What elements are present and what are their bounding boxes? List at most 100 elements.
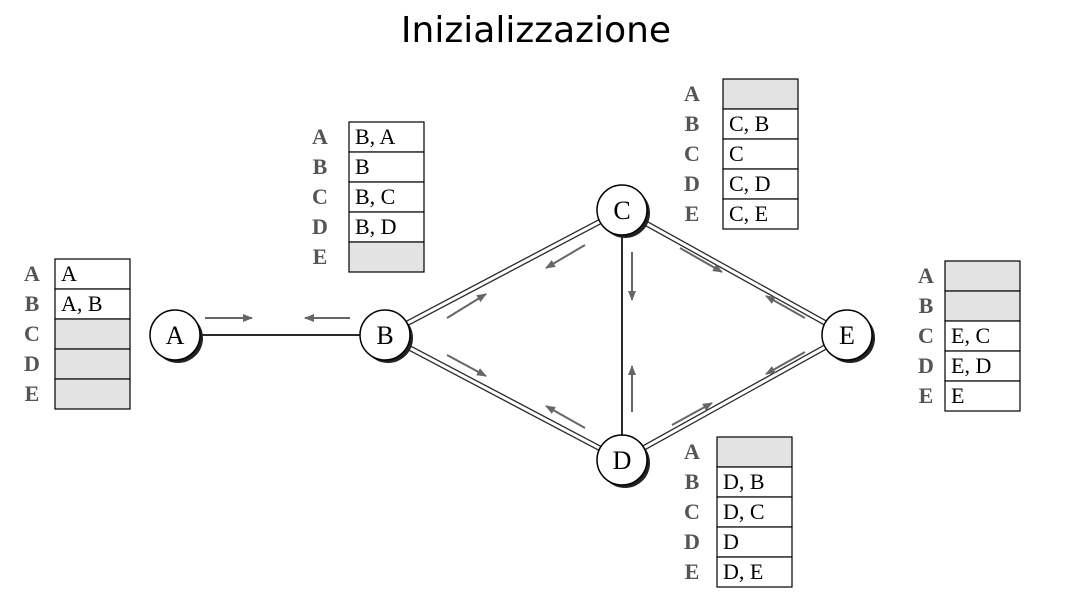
table-cell xyxy=(348,241,425,273)
table-cell xyxy=(716,556,793,588)
link-D-E xyxy=(620,332,847,459)
table-cell xyxy=(722,78,799,110)
node-label: B xyxy=(376,321,393,350)
row-dest-label: E xyxy=(313,244,328,269)
row-dest-label: B xyxy=(919,293,934,318)
link-D-E xyxy=(622,336,849,463)
row-dest-label: A xyxy=(24,261,40,286)
link-B-D xyxy=(385,332,624,459)
node-circle xyxy=(596,434,648,486)
row-dest-label: D xyxy=(684,529,700,554)
table-cell xyxy=(716,436,793,468)
link-B-C xyxy=(385,211,624,338)
node-b: B xyxy=(359,309,413,363)
table-cell-value: B xyxy=(355,154,370,179)
table-cell xyxy=(348,211,425,243)
table-cell xyxy=(722,198,799,230)
table-cell-value: E, D xyxy=(951,353,991,378)
node-circle xyxy=(596,184,648,236)
table-cell xyxy=(944,320,1021,352)
row-dest-label: C xyxy=(684,499,700,524)
row-dest-label: E xyxy=(919,383,934,408)
row-dest-label: B xyxy=(25,291,40,316)
link-B-C xyxy=(383,207,622,334)
direction-arrow-icon xyxy=(446,354,487,377)
table-cell-value: C, E xyxy=(729,201,768,226)
table-cell xyxy=(54,288,131,320)
direction-arrow-icon xyxy=(765,295,806,319)
row-dest-label: C xyxy=(24,321,40,346)
row-dest-label: A xyxy=(684,81,700,106)
node-label: C xyxy=(613,196,630,225)
row-dest-label: D xyxy=(24,351,40,376)
table-cell-value: C, D xyxy=(729,171,771,196)
table-cell xyxy=(944,290,1021,322)
direction-arrow-icon xyxy=(446,293,487,319)
row-dest-label: A xyxy=(918,263,934,288)
table-cell xyxy=(54,378,131,410)
table-cell-value: D, C xyxy=(723,499,765,524)
table-cell xyxy=(54,318,131,350)
table-cell-value: D xyxy=(723,529,739,554)
node-label: A xyxy=(166,321,185,350)
node-label: D xyxy=(613,446,632,475)
node-label: E xyxy=(839,321,855,350)
row-dest-label: A xyxy=(312,124,328,149)
row-dest-label: B xyxy=(685,111,700,136)
row-dest-label: E xyxy=(25,381,40,406)
table-cell-value: C xyxy=(729,141,744,166)
row-dest-label: E xyxy=(685,559,700,584)
node-a: A xyxy=(149,309,203,363)
row-dest-label: D xyxy=(312,214,328,239)
table-cell xyxy=(944,380,1021,412)
row-dest-label: B xyxy=(313,154,328,179)
table-cell-value: C, B xyxy=(729,111,769,136)
row-dest-label: D xyxy=(918,353,934,378)
node-circle xyxy=(149,309,201,361)
node-circle xyxy=(359,309,411,361)
table-cell-value: B, D xyxy=(355,214,397,239)
row-dest-label: D xyxy=(684,171,700,196)
link-B-D xyxy=(383,336,622,463)
diagram-title: Inizializzazione xyxy=(400,10,672,51)
links-layer xyxy=(175,207,849,463)
node-c: C xyxy=(596,184,650,238)
table-cell-value: D, B xyxy=(723,469,765,494)
table-cell-value: E, C xyxy=(951,323,990,348)
table-cell-value: A xyxy=(61,261,77,286)
link-C-E xyxy=(622,207,849,334)
table-cell-value: E xyxy=(951,383,964,408)
table-cell-value: B, A xyxy=(355,124,395,149)
direction-arrow-icon xyxy=(671,402,713,426)
row-dest-label: A xyxy=(684,439,700,464)
table-cell-value: D, E xyxy=(723,559,763,584)
direction-arrow-icon xyxy=(545,244,586,269)
table-cell xyxy=(944,260,1021,292)
node-e: E xyxy=(821,309,875,363)
table-cell xyxy=(716,496,793,528)
row-dest-label: C xyxy=(312,184,328,209)
arrows-layer xyxy=(205,244,806,429)
table-cell xyxy=(944,350,1021,382)
table-cell xyxy=(722,138,799,170)
table-cell xyxy=(348,121,425,153)
row-dest-label: C xyxy=(684,141,700,166)
table-cell xyxy=(716,466,793,498)
table-cell xyxy=(54,348,131,380)
table-cell-value: A, B xyxy=(61,291,103,316)
row-dest-label: E xyxy=(685,201,700,226)
direction-arrow-icon xyxy=(765,351,806,375)
direction-arrow-icon xyxy=(545,405,586,429)
table-cell-value: B, C xyxy=(355,184,395,209)
direction-arrow-icon xyxy=(679,247,723,273)
node-d: D xyxy=(596,434,650,488)
node-circle xyxy=(821,309,873,361)
